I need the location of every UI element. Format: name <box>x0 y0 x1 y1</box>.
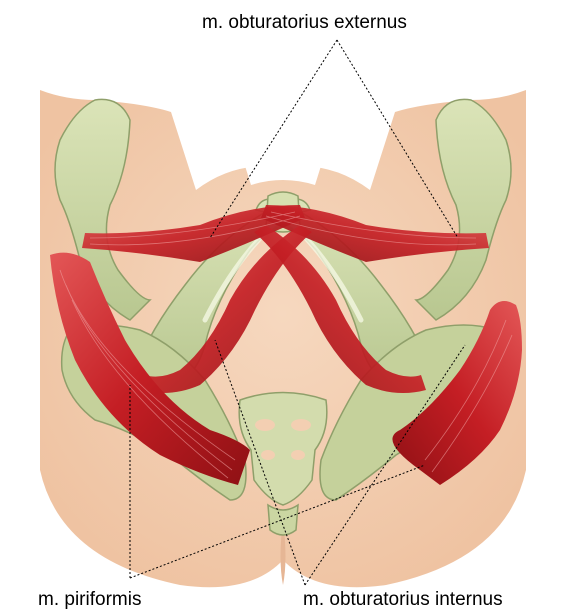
label-obturatorius-externus: m. obturatorius externus <box>202 13 407 32</box>
label-piriformis: m. piriformis <box>38 590 141 609</box>
label-obturatorius-internus: m. obturatorius internus <box>303 590 503 609</box>
